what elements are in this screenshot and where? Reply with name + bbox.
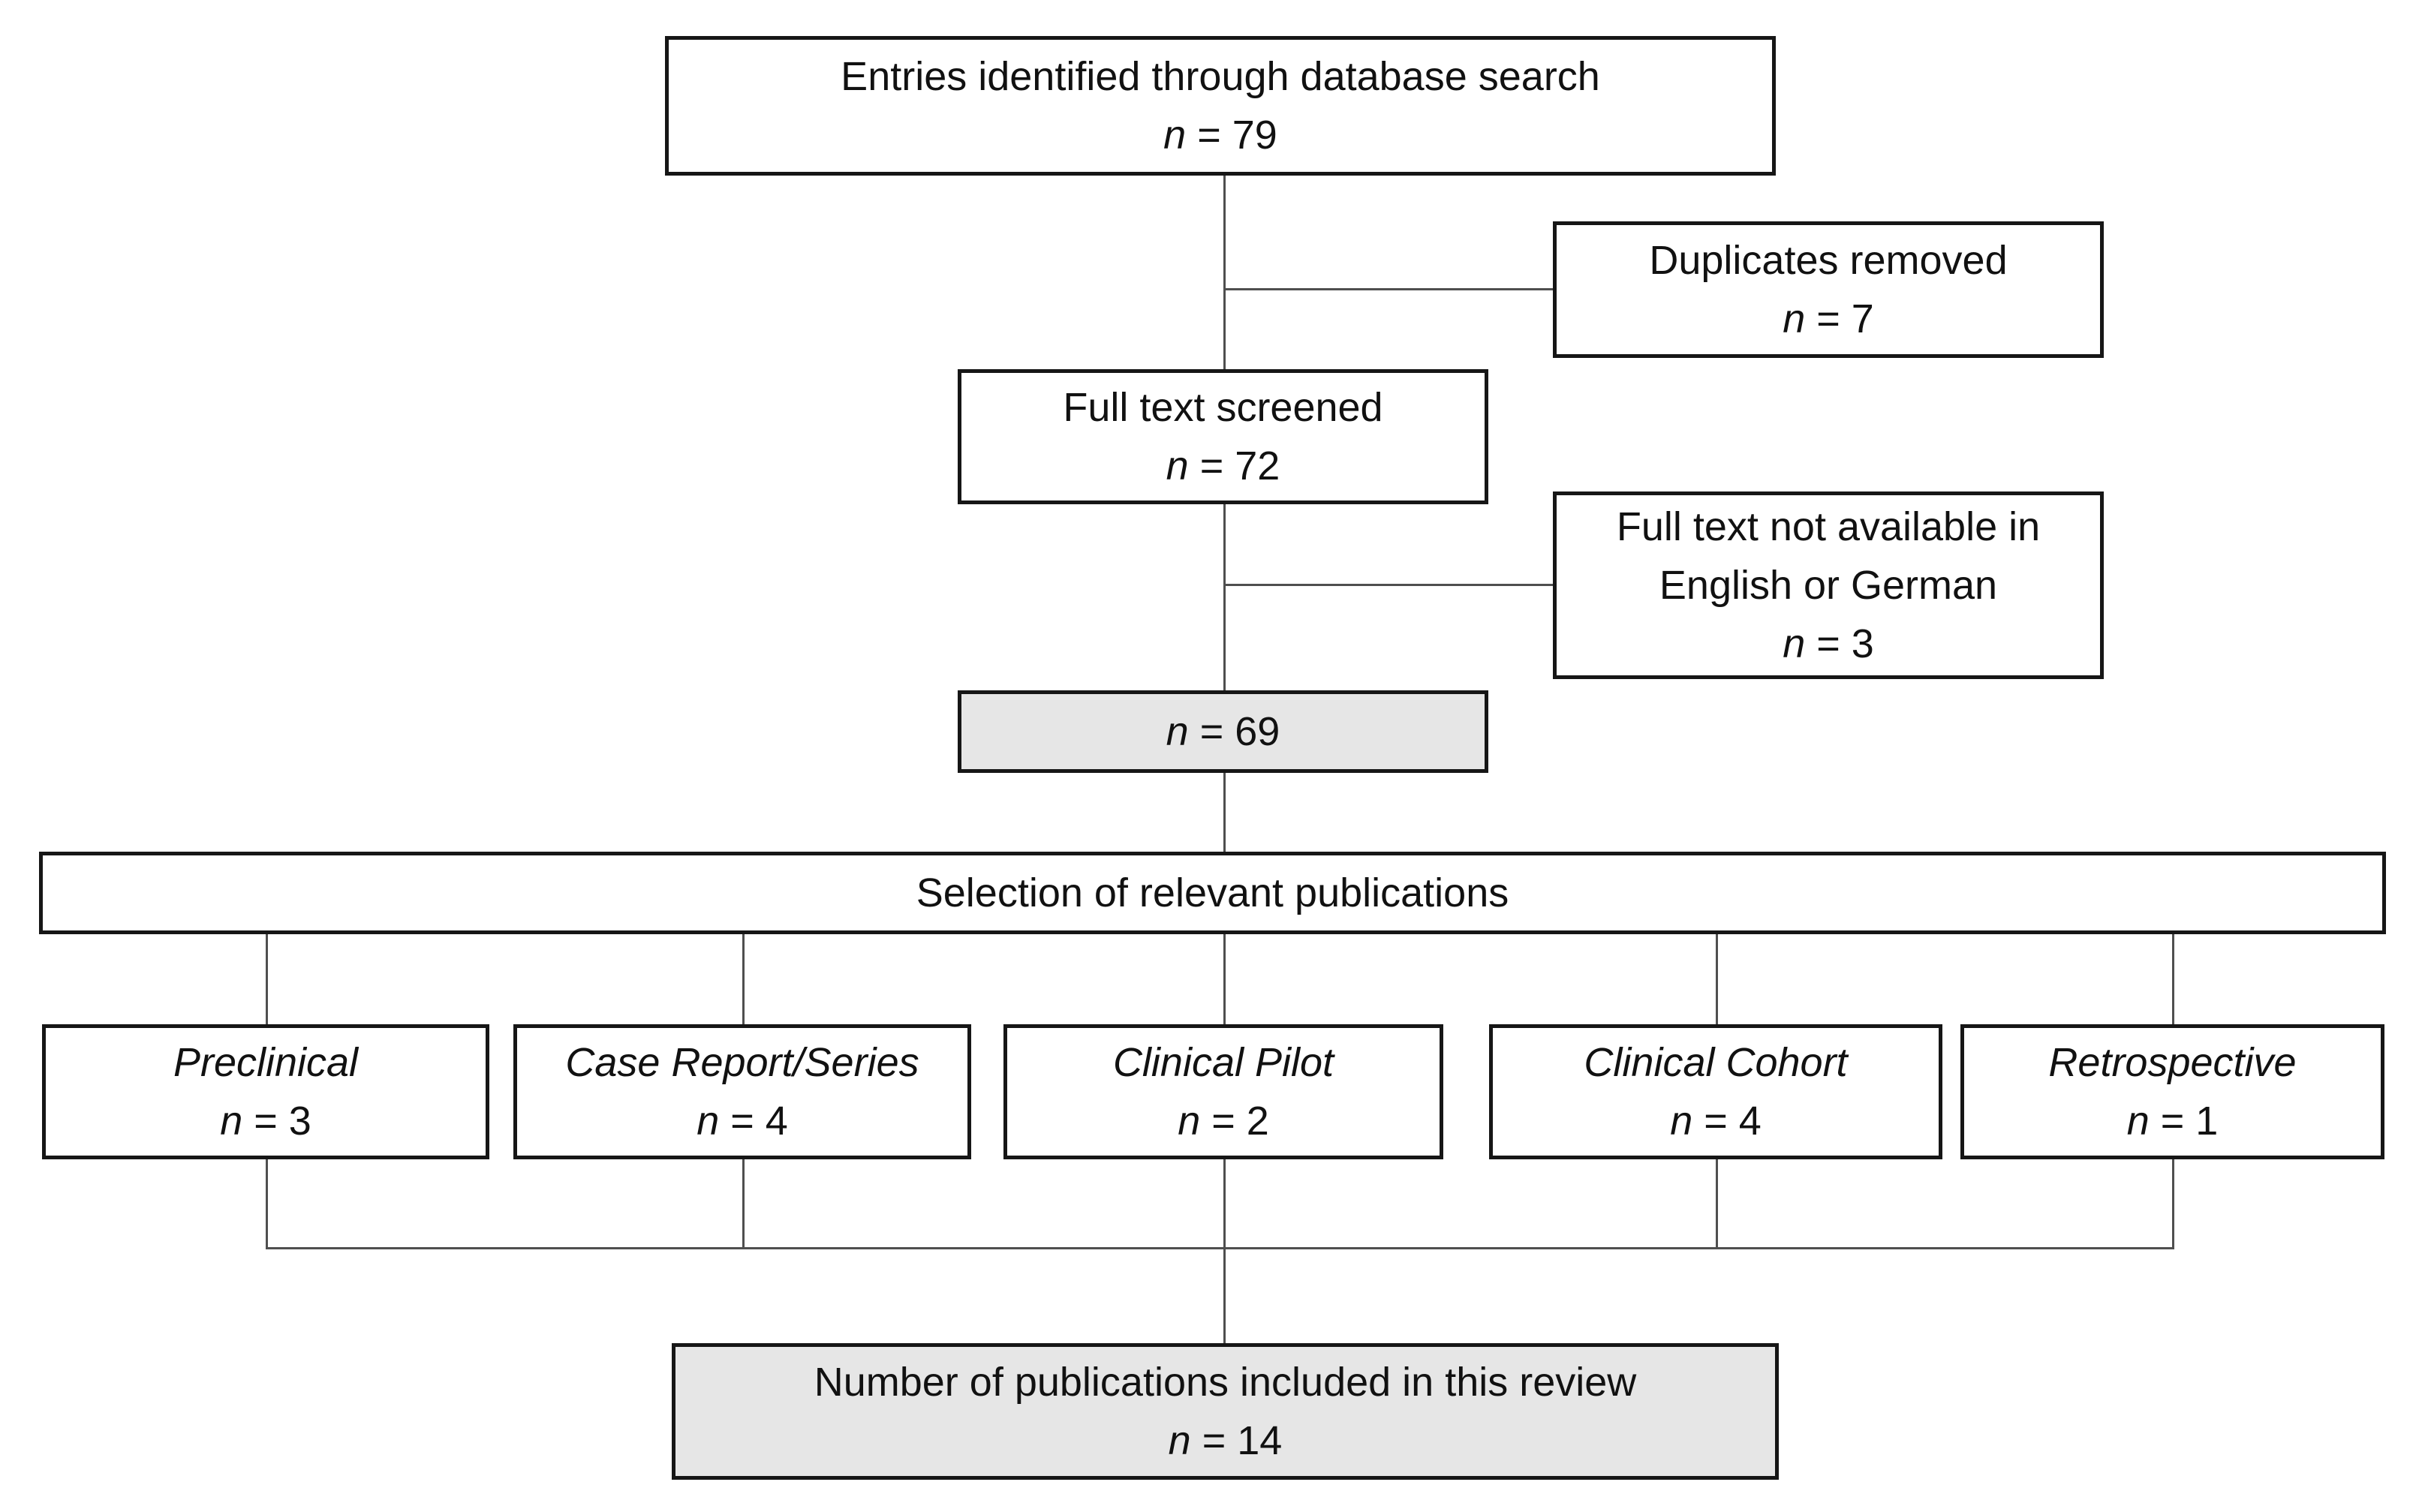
connector-n69-to-selection (1223, 773, 1226, 852)
selection-label: Selection of relevant publications (916, 870, 1509, 915)
connector-selection-to-preclinical (266, 934, 268, 1024)
n-value: = 2 (1200, 1099, 1269, 1144)
n-symbol: n (1163, 113, 1187, 158)
entries-identified-count: n = 79 (1163, 106, 1277, 164)
n-value: = 72 (1188, 443, 1280, 488)
n-value: = 3 (242, 1099, 311, 1144)
full-text-not-available-line2: English or German (1659, 562, 1998, 608)
connector-case-report-to-collector (742, 1159, 745, 1247)
full-text-not-available-line1: Full text not available in (1616, 503, 2041, 549)
connector-identified-to-screened (1223, 176, 1226, 369)
n-symbol: n (1178, 1099, 1201, 1144)
n-value: = 1 (2149, 1099, 2219, 1144)
connector-screened-to-n69 (1223, 504, 1226, 690)
connector-selection-to-clinical-cohort (1716, 934, 1718, 1024)
node-category-case-report-series: Case Report/Series n = 4 (513, 1024, 971, 1159)
n-symbol: n (1783, 296, 1806, 341)
after-exclusion-count: n = 69 (1166, 702, 1280, 761)
node-full-text-not-available: Full text not available in English or Ge… (1553, 491, 2104, 679)
n-symbol: n (1166, 708, 1189, 754)
connector-preclinical-to-collector (266, 1159, 268, 1247)
connector-selection-to-clinical-pilot (1223, 934, 1226, 1024)
category-retrospective-label: Retrospective (2048, 1039, 2297, 1085)
connector-collector-to-included (1223, 1247, 1226, 1343)
category-clinical-pilot-count: n = 2 (1178, 1092, 1269, 1150)
connector-branch-duplicates (1225, 288, 1553, 290)
n-value: = 3 (1805, 621, 1874, 667)
category-case-report-series-label: Case Report/Series (565, 1039, 919, 1085)
node-category-clinical-pilot: Clinical Pilot n = 2 (1003, 1024, 1443, 1159)
node-duplicates-removed: Duplicates removed n = 7 (1553, 221, 2104, 358)
connector-selection-to-retrospective (2172, 934, 2174, 1024)
n-symbol: n (2126, 1099, 2150, 1144)
n-value: = 69 (1188, 708, 1280, 754)
duplicates-removed-label: Duplicates removed (1649, 237, 2008, 283)
full-text-not-available-count: n = 3 (1783, 615, 1874, 673)
n-symbol: n (1166, 443, 1189, 488)
category-clinical-cohort-label: Clinical Cohort (1584, 1039, 1848, 1085)
category-clinical-pilot-label: Clinical Pilot (1112, 1039, 1334, 1085)
n-value: = 4 (1692, 1099, 1762, 1144)
publications-included-label: Number of publications included in this … (814, 1359, 1637, 1405)
category-preclinical-count: n = 3 (220, 1092, 311, 1150)
category-case-report-series-count: n = 4 (697, 1092, 788, 1150)
n-symbol: n (1783, 621, 1806, 667)
full-text-screened-label: Full text screened (1063, 384, 1383, 430)
connector-retrospective-to-collector (2172, 1159, 2174, 1247)
node-category-retrospective: Retrospective n = 1 (1960, 1024, 2384, 1159)
node-after-exclusion: n = 69 (958, 690, 1488, 773)
n-value: = 4 (719, 1099, 788, 1144)
n-symbol: n (220, 1099, 243, 1144)
node-publications-included: Number of publications included in this … (672, 1343, 1779, 1480)
duplicates-removed-count: n = 7 (1783, 290, 1874, 348)
n-symbol: n (1168, 1418, 1191, 1463)
node-entries-identified: Entries identified through database sear… (665, 36, 1776, 176)
entries-identified-label: Entries identified through database sear… (841, 53, 1600, 99)
node-category-clinical-cohort: Clinical Cohort n = 4 (1489, 1024, 1942, 1159)
connector-clinical-cohort-to-collector (1716, 1159, 1718, 1247)
full-text-screened-count: n = 72 (1166, 437, 1280, 495)
n-symbol: n (1670, 1099, 1693, 1144)
category-preclinical-label: Preclinical (173, 1039, 359, 1085)
n-value: = 7 (1805, 296, 1874, 341)
n-value: = 14 (1190, 1418, 1283, 1463)
category-clinical-cohort-count: n = 4 (1670, 1092, 1762, 1150)
node-category-preclinical: Preclinical n = 3 (42, 1024, 489, 1159)
node-full-text-screened: Full text screened n = 72 (958, 369, 1488, 504)
node-selection-of-relevant-publications: Selection of relevant publications (39, 852, 2386, 934)
n-value: = 79 (1186, 113, 1277, 158)
connector-selection-to-case-report (742, 934, 745, 1024)
category-retrospective-count: n = 1 (2127, 1092, 2219, 1150)
n-symbol: n (697, 1099, 720, 1144)
connector-clinical-pilot-to-collector (1223, 1159, 1226, 1247)
publications-included-count: n = 14 (1169, 1411, 1283, 1470)
connector-branch-not-available (1225, 584, 1553, 586)
connector-collector-line (266, 1247, 2174, 1249)
